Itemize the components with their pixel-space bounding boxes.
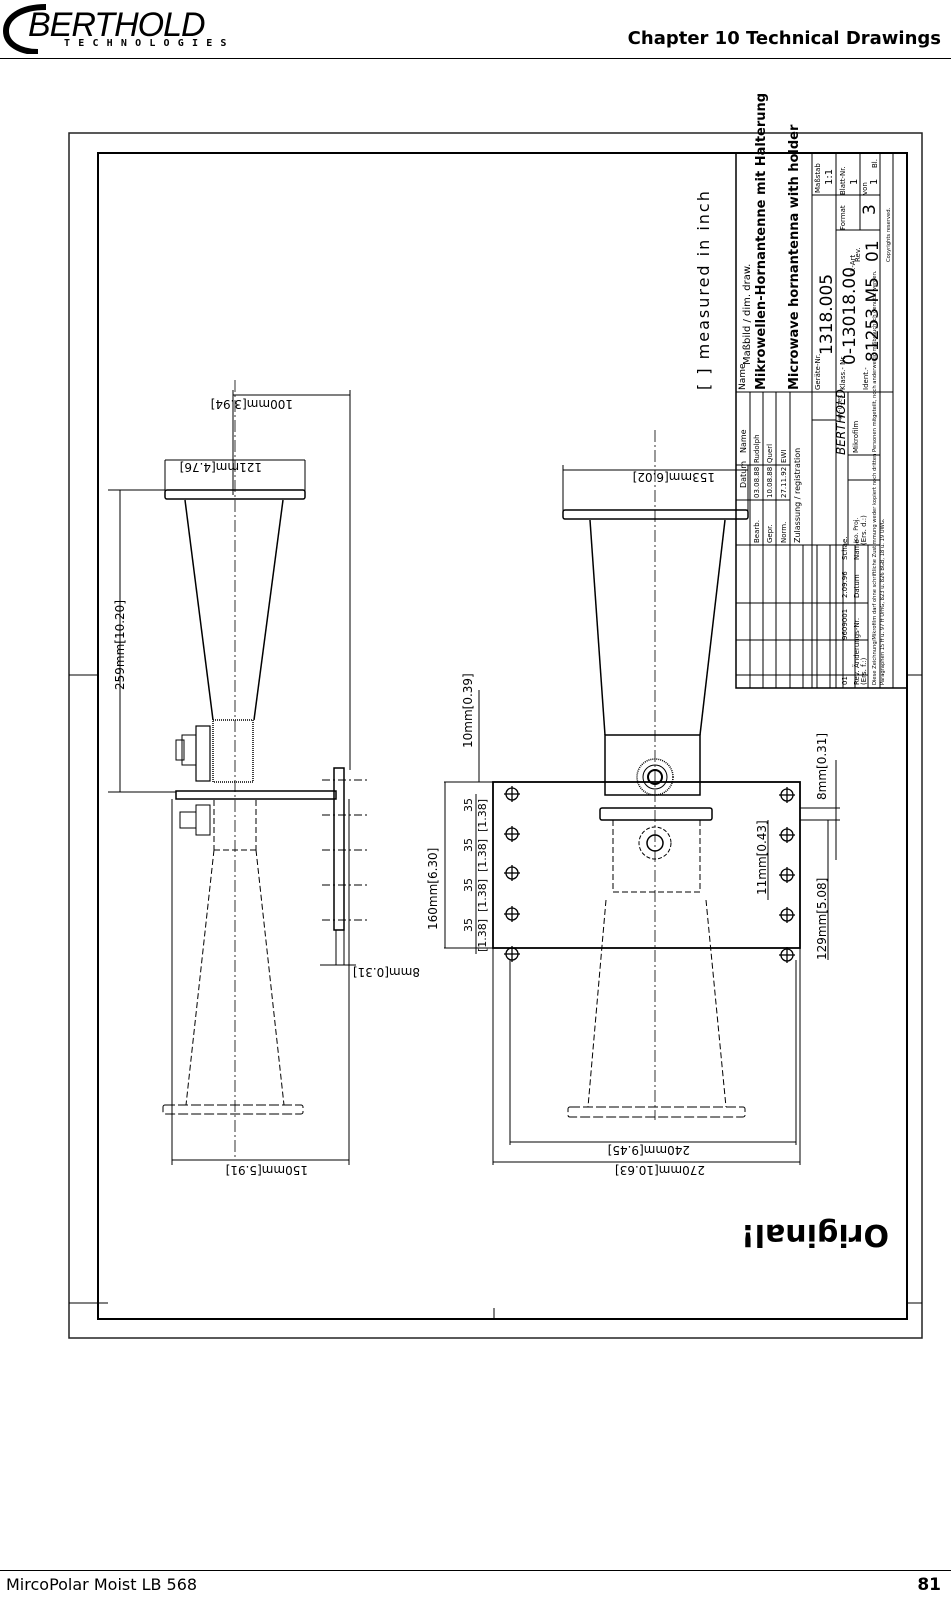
chapter-title: Chapter 10 Technical Drawings xyxy=(627,28,941,49)
dim-35-3: 35 xyxy=(462,838,475,852)
dim-138-3: [1.38] xyxy=(476,839,489,872)
front-view xyxy=(444,430,840,1165)
rev-row-change-no: 9609001 xyxy=(841,609,849,640)
berthold-mark: BERTHOLD xyxy=(834,389,848,455)
dim-138-1: [1.38] xyxy=(476,919,489,952)
drawing-type: Maßbild / dim. draw. xyxy=(742,264,753,365)
dim-8-right: 8mm[0.31] xyxy=(815,733,829,800)
rev-header-rev: Rev. xyxy=(853,670,861,685)
class-label: Klass.- Nr. xyxy=(839,355,847,390)
format-label: Format xyxy=(839,205,847,230)
dim-259: 259mm[10.20] xyxy=(113,600,127,690)
sheet-value: 1 xyxy=(849,179,860,185)
dim-100: 100mm[3.94] xyxy=(211,397,293,411)
original-stamp: Original! xyxy=(741,1217,889,1252)
ident-number: 81253 M5 xyxy=(863,277,883,362)
outer-frame xyxy=(68,132,923,1339)
rev-row-rev: 01 xyxy=(841,676,849,685)
berthold-logo: BERTHOLD TECHNOLOGIES xyxy=(2,4,302,54)
dim-10: 10mm[0.39] xyxy=(461,673,475,748)
row-name-1: Rudolph xyxy=(753,434,761,463)
copyright-en: Copyrights reserved. xyxy=(886,208,892,262)
page-header: BERTHOLD TECHNOLOGIES Chapter 10 Technic… xyxy=(0,0,951,59)
rev-header-date: Datum xyxy=(853,574,861,598)
ers-d-label: (Ers. d.:) xyxy=(860,515,868,545)
product-name: MircoPolar Moist LB 568 xyxy=(6,1575,198,1594)
dim-35-1: 35 xyxy=(462,918,475,932)
microfilm-label: Mikrofilm xyxy=(852,421,860,453)
sach-label: Sach-Nr. xyxy=(836,395,843,420)
row-name-3: EWI xyxy=(780,450,788,463)
logo-word: BERTHOLD xyxy=(28,6,206,44)
row-label-3: Norm. xyxy=(780,522,788,543)
sheet-label: Blatt-Nr. xyxy=(839,166,847,195)
rev-row-name: Schae. xyxy=(841,536,849,560)
ers-f-label: (Ers. f.:) xyxy=(860,657,868,685)
dim-153: 153mm[6.02] xyxy=(633,470,715,484)
dim-11: 11mm[0.43] xyxy=(755,820,769,895)
name-label: Name xyxy=(738,363,748,390)
page-footer: MircoPolar Moist LB 568 81 xyxy=(0,1570,951,1597)
dim-270: 270mm[10.63] xyxy=(615,1163,705,1177)
side-view xyxy=(108,380,368,1165)
inch-note: [ ] measured in inch xyxy=(694,189,713,390)
rev-header-change: Änderungs-Nr. xyxy=(852,618,861,668)
device-no-label: Geräte-Nr. xyxy=(814,354,822,390)
rev-label: Rev. xyxy=(854,247,862,262)
title-german: Mikrowellen-Hornantenne mit Halterung xyxy=(754,93,769,390)
row-name-2: Querl xyxy=(766,444,774,463)
logo-subtitle: TECHNOLOGIES xyxy=(64,38,235,49)
scale-value: 1:1 xyxy=(824,169,835,185)
dim-160: 160mm[6.30] xyxy=(426,848,440,930)
rev-value: 01 xyxy=(863,240,883,262)
of-label: von xyxy=(861,182,869,195)
logo-arc-icon xyxy=(2,4,47,54)
inner-frame xyxy=(97,152,908,1320)
name-col-header: Name xyxy=(739,429,748,453)
dim-8-left: 8mm[0.31] xyxy=(353,965,420,979)
ident-label: Ident.- xyxy=(862,367,870,390)
page-number: 81 xyxy=(917,1575,941,1595)
scale-label: Maßstab xyxy=(814,163,822,193)
copyright-text: Diese Zeichnung/Mikrofilm darf ohne schr… xyxy=(872,270,878,685)
title-english: Microwave hornantenna with holder xyxy=(787,124,802,390)
row-label-2: Gepr. xyxy=(766,524,774,543)
row-date-2: 10.08.88 xyxy=(766,467,774,498)
dim-240: 240mm[9.45] xyxy=(608,1143,690,1157)
technical-drawing: 259mm[10.20] 100mm[3.94] 121mm[4.76] 150… xyxy=(68,93,923,1339)
row-label-1: Bearb. xyxy=(753,520,761,543)
sheets-unit: Bl. xyxy=(871,159,879,168)
dim-138-4: [1.38] xyxy=(476,799,489,832)
title-block xyxy=(735,152,908,689)
dim-121: 121mm[4.76] xyxy=(180,460,262,474)
hole-spacing-labels: 35 35 35 35 [1.38] [1.38] [1.38] [1.38] xyxy=(462,798,489,952)
dim-35-2: 35 xyxy=(462,878,475,892)
row-date-3: 27.11.92 xyxy=(780,467,788,498)
sub-label: U.-Art xyxy=(849,255,857,275)
iso-proj-label: Iso. Proj. xyxy=(853,518,860,543)
dim-150: 150mm[5.91] xyxy=(226,1163,308,1177)
format-value: 3 xyxy=(860,204,880,215)
class-number: 0-13018.00 xyxy=(840,267,860,365)
registration-label: Zulassung / registration xyxy=(793,448,802,543)
dim-129: 129mm[5.08] xyxy=(815,878,829,960)
device-number: 1318.005 xyxy=(817,274,837,355)
rev-header-name: Name xyxy=(853,539,861,560)
of-value: 1 xyxy=(869,179,880,185)
dim-138-2: [1.38] xyxy=(476,879,489,912)
date-col-header: Datum xyxy=(739,461,748,488)
dim-35-4: 35 xyxy=(462,798,475,812)
rev-row-date: 2.09.96 xyxy=(841,571,849,598)
title-block-text: Name Maßbild / dim. draw. Mikrowellen-Ho… xyxy=(738,93,892,685)
copyright-paragraphs: Paragraphen 15 ff u. 97 ff UrhG, 823 u. … xyxy=(880,518,886,685)
row-date-1: 03.08.88 xyxy=(753,467,761,498)
